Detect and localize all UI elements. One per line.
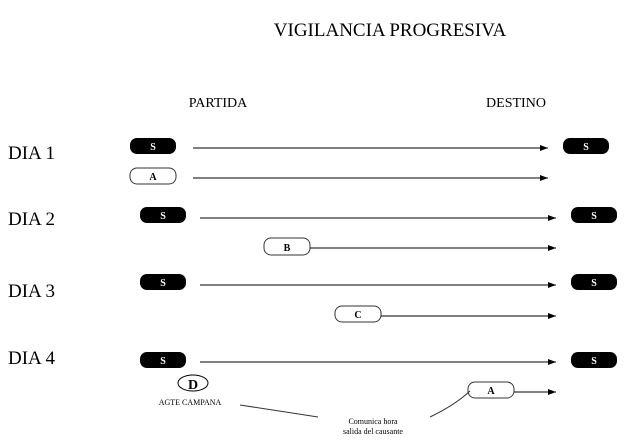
header-destination: DESTINO (486, 96, 546, 111)
connector-line-left (239, 404, 319, 418)
day-4-subject-origin: S (140, 352, 186, 368)
svg-text:B: B (284, 243, 291, 254)
svg-text:S: S (591, 356, 597, 367)
day-1-subject-destination: S (563, 138, 609, 154)
svg-text:S: S (160, 211, 166, 222)
day-1-agent-a: A (129, 167, 177, 185)
svg-text:S: S (583, 142, 589, 153)
diagram-title: VIGILANCIA PROGRESIVA (274, 20, 507, 41)
svg-text:D: D (188, 378, 198, 393)
day-2-subject-origin: S (140, 207, 186, 223)
day-2-label: DIA 2 (8, 209, 55, 230)
day-3-label: DIA 3 (8, 281, 55, 302)
day-3-subject-origin: S (140, 274, 186, 290)
svg-text:S: S (591, 211, 597, 222)
svg-text:S: S (160, 278, 166, 289)
connector-line-right (429, 390, 471, 418)
header-origin: PARTIDA (189, 96, 248, 111)
note-line-1: Comunica hora (348, 417, 398, 426)
svg-text:S: S (160, 356, 166, 367)
day-2-agent-b: B (263, 237, 311, 256)
svg-text:S: S (150, 142, 156, 153)
day-2-subject-destination: S (571, 207, 617, 223)
day-1-label: DIA 1 (8, 143, 55, 164)
note-line-2: salida del causante (343, 427, 403, 436)
svg-text:A: A (487, 386, 495, 397)
day-3-agent-c: C (334, 305, 382, 323)
svg-text:A: A (149, 172, 157, 183)
day-4-agent-a: A (467, 381, 515, 399)
day-3-subject-destination: S (571, 274, 617, 290)
day-4-label: DIA 4 (8, 348, 55, 369)
svg-text:S: S (591, 278, 597, 289)
day-1-subject-origin: S (130, 138, 176, 154)
day-4-agent-d: D (177, 374, 209, 393)
agent-label: AGTE CAMPANA (159, 398, 222, 407)
day-4-subject-destination: S (571, 352, 617, 368)
svg-text:C: C (354, 310, 361, 321)
